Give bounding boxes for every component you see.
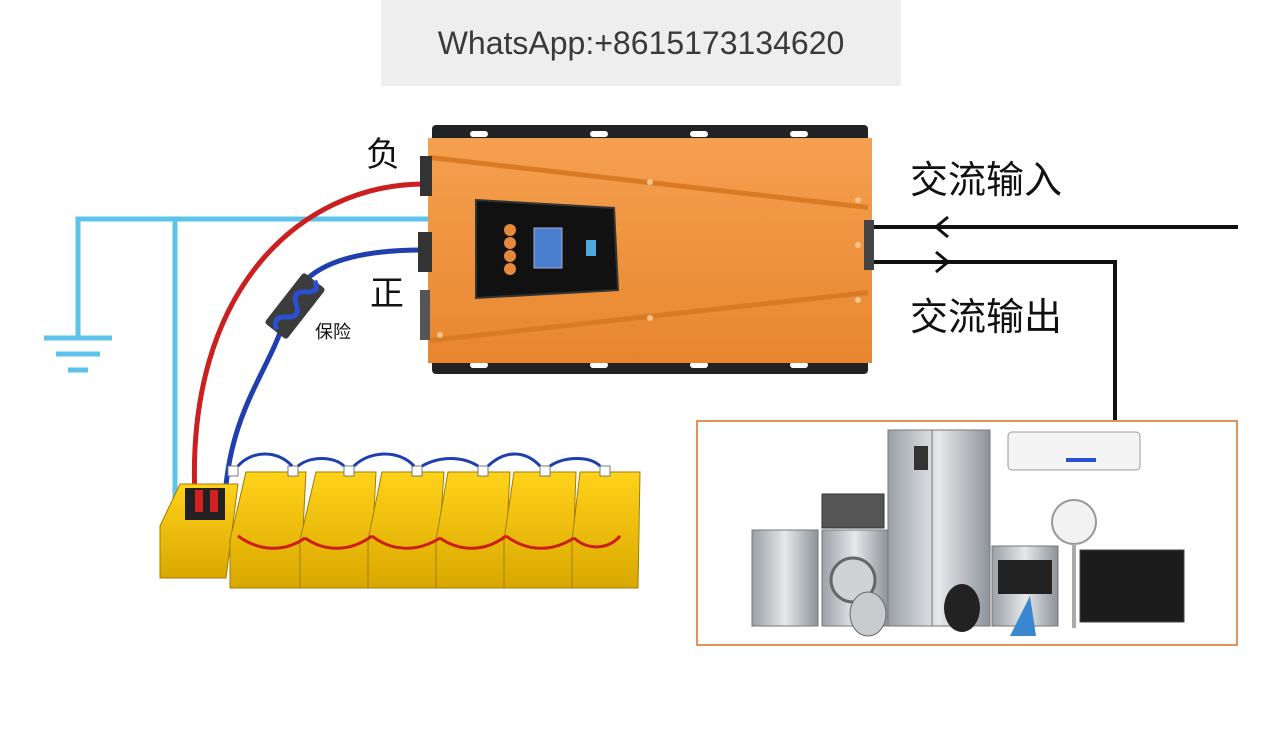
- battery: [367, 471, 445, 589]
- vacuum: [944, 584, 980, 632]
- contact-text: WhatsApp:+8615173134620: [437, 24, 845, 61]
- ground-icon: [44, 335, 112, 373]
- television: [1079, 549, 1185, 623]
- fan: [1051, 499, 1097, 545]
- ground-wire: [75, 216, 430, 525]
- battery: [229, 471, 307, 589]
- negative-label: 负: [366, 135, 400, 175]
- battery: [299, 471, 377, 589]
- kettle: [849, 591, 887, 637]
- ac-output-label: 交流输出: [910, 295, 1062, 339]
- iron: [1010, 596, 1036, 636]
- fuse-label: 保险: [315, 322, 351, 343]
- positive-label: 正: [370, 274, 404, 314]
- negative-cable: [191, 181, 424, 499]
- ac-output-line: [870, 250, 1117, 422]
- microwave: [821, 493, 885, 529]
- contact-banner: WhatsApp:+8615173134620: [381, 0, 901, 86]
- inverter: [418, 125, 874, 374]
- battery: [571, 471, 641, 589]
- battery-bank: [159, 452, 641, 589]
- battery: [435, 471, 511, 589]
- dishwasher: [751, 529, 819, 627]
- air-conditioner: [1007, 431, 1141, 471]
- battery: [503, 471, 577, 589]
- fuse-icon: [265, 273, 325, 339]
- ac-input-line: [870, 215, 1238, 239]
- battery: [159, 483, 239, 579]
- ac-input-label: 交流输入: [910, 158, 1062, 202]
- appliances-panel: [696, 420, 1238, 646]
